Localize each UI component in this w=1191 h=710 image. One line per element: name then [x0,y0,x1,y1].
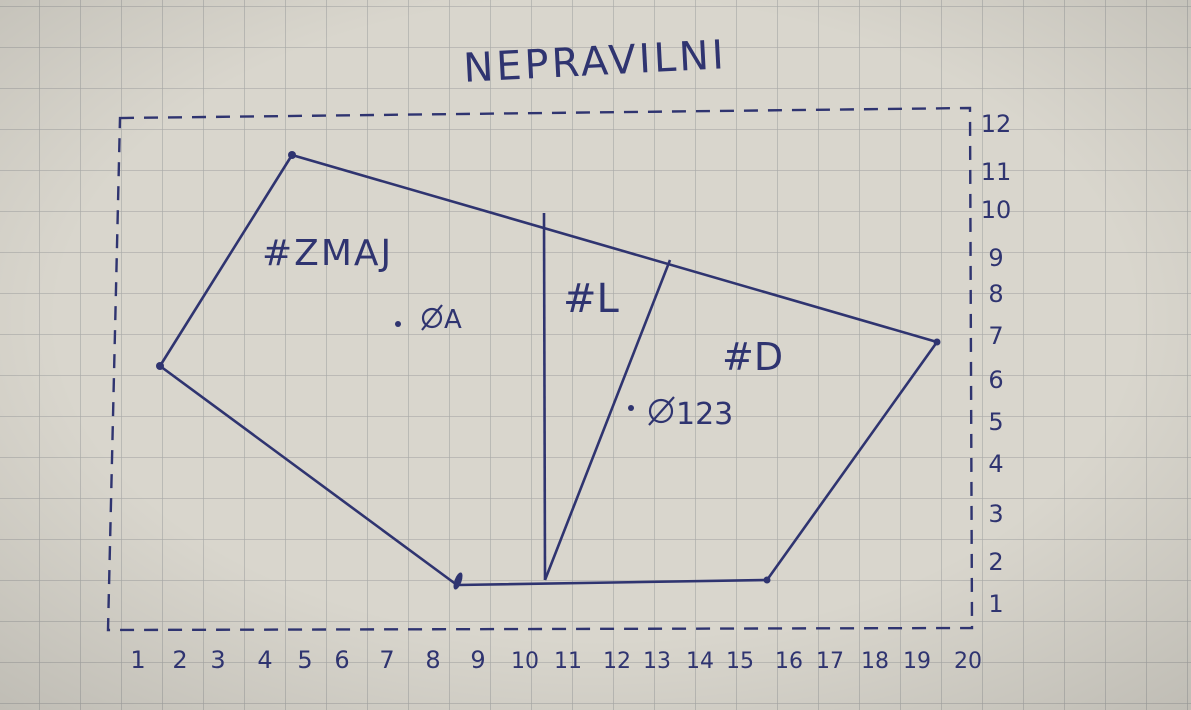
y-axis-label: 4 [988,450,1003,478]
y-axis-label: 9 [988,244,1003,272]
y-axis-label: 1 [988,590,1003,618]
y-axis-label: 10 [981,196,1012,224]
vertex-point [933,338,941,346]
vertex-point [763,576,771,584]
y-axis-label: 6 [988,366,1003,394]
x-axis-label: 9 [470,646,485,674]
y-axis-label: 3 [988,500,1003,528]
x-axis-label: 16 [775,649,803,674]
x-axis-label: 17 [816,649,844,674]
region-label-d: #D [722,335,783,379]
dashed-frame [106,106,974,632]
y-axis-label: 2 [988,548,1003,576]
x-axis-label: 8 [425,646,440,674]
vertex-point [453,572,463,590]
x-axis-label: 1 [130,646,145,674]
outer-polygon [158,153,939,587]
x-axis-label: 10 [511,649,539,674]
y-axis-label: 5 [988,408,1003,436]
x-axis-label: 5 [297,646,312,674]
y-axis-label: 7 [988,322,1003,350]
x-axis-label: 18 [861,649,889,674]
crossed-circle-icon [648,396,675,426]
x-axis-label: 11 [554,649,582,674]
y-axis-label: 8 [988,280,1003,308]
x-axis-label: 4 [257,646,272,674]
point-a-dot [395,321,401,327]
crossed-circle-icon [421,304,443,331]
divider-line-vertical [542,212,547,581]
region-label-l: #L [563,276,620,322]
point-123-dot [628,405,634,411]
x-axis-label: 13 [643,649,671,674]
x-axis-label: 2 [172,646,187,674]
point-123-label: 123 [676,397,733,432]
x-axis-label: 12 [603,649,631,674]
region-label-zmaj: #ZMAJ [262,233,393,274]
divider-line-diagonal [543,259,672,581]
x-axis-label: 7 [379,646,394,674]
vertex-point [156,362,164,370]
y-axis-label: 12 [981,110,1012,138]
x-axis-label: 20 [954,649,982,674]
vertex-point [288,151,296,159]
x-axis-label: 3 [210,646,225,674]
x-axis-label: 15 [726,649,754,674]
x-axis-label: 19 [903,649,931,674]
point-a-label: A [444,305,462,335]
y-axis-label: 11 [981,158,1012,186]
x-axis-label: 14 [686,649,714,674]
x-axis-label: 6 [334,646,349,674]
